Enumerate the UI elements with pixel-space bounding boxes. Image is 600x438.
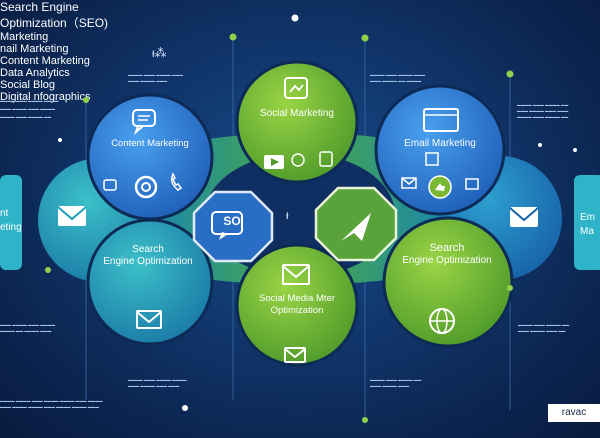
seo-left-line1: Search xyxy=(132,244,164,255)
right-tab-label: Em xyxy=(580,212,595,223)
marketing-caption: ▬▬▬▬ ▬▬▬ ▬▬▬▬ ▬▬ xyxy=(517,103,569,107)
globe-icon xyxy=(429,308,455,334)
left-tab-label2: eting xyxy=(0,222,22,233)
chat-bubble-icon xyxy=(291,153,305,167)
left-side-tab[interactable] xyxy=(0,175,22,270)
connector-glyph: ᵻ xyxy=(286,208,289,222)
document-icon xyxy=(319,151,333,167)
hand-icon xyxy=(284,77,308,99)
social-media-optimization-circle xyxy=(235,243,359,367)
image-icon xyxy=(103,179,117,191)
content-marketing-circle xyxy=(86,93,214,221)
right-tab-label2: Ma xyxy=(580,226,594,237)
seo-right-line2: Engine Optimization xyxy=(402,255,492,266)
mail-icon xyxy=(57,206,87,226)
email-marketing-left-heading: nail Marketing xyxy=(0,43,69,55)
play-icon xyxy=(264,155,284,169)
grid-icon xyxy=(425,152,439,166)
social-blog-caption: ▬▬▬▬ ▬▬▬ ▬▬▬▬ ▬▬ xyxy=(370,378,422,382)
marketing-caption: ▬▬▬▬ ▬▬▬ ▬▬▬▬ ▬▬ xyxy=(517,115,569,119)
seo-caption: ▬▬▬ ▬▬▬▬ ▬▬ ▬▬▬▬ xyxy=(370,79,422,83)
smo-line1: Social Media Mter xyxy=(258,293,336,304)
watermark-badge: ravac xyxy=(548,404,600,422)
seo-right-line1: Search xyxy=(429,242,465,254)
mail-icon xyxy=(509,207,539,227)
phone-icon xyxy=(170,172,183,191)
accent-dot xyxy=(45,267,51,273)
content-marketing-right-heading: Content Marketing xyxy=(0,55,90,67)
mail-icon xyxy=(282,264,310,285)
email-caption: ▬▬▬▬ ▬▬ ▬▬▬▬ ▬▬▬ xyxy=(0,329,52,333)
email-caption: ▬▬▬ ▬▬▬▬ ▬▬▬ ▬▬▬▬ xyxy=(0,323,56,327)
accent-dot xyxy=(229,33,237,41)
data-analytics-heading: Data Analytics xyxy=(0,67,70,79)
digital-infographics-heading: Digital nfographics xyxy=(0,91,91,103)
content-caption: ▬▬▬ ▬▬▬▬ ▬▬▬ ▬▬ xyxy=(518,329,566,333)
accent-dot xyxy=(291,14,299,22)
social-blog-caption: ▬▬▬ ▬▬▬▬ ▬▬▬ xyxy=(370,384,410,388)
accent-dot xyxy=(573,148,577,152)
data-analytics-caption: ▬▬▬▬ ▬▬▬ ▬▬▬▬ ▬▬▬▬ xyxy=(128,378,187,382)
left-caption: ▬▬▬▬ ▬▬▬ ▬▬▬▬ ▬▬ xyxy=(0,115,52,119)
image-icon xyxy=(465,178,479,190)
content-marketing-label: Content Marketing xyxy=(111,138,189,149)
email-marketing-circle xyxy=(374,84,506,216)
thumbs-up-icon xyxy=(428,175,452,199)
left-tab-label: nt xyxy=(0,208,9,219)
accent-dot xyxy=(538,143,542,147)
right-side-tab[interactable] xyxy=(574,175,600,270)
mail-icon xyxy=(136,310,162,329)
social-marketing-label: Social Marketing xyxy=(260,108,334,119)
top-left-caption: ▬▬▬▬ ▬▬▬ ▬▬▬▬ ▬▬▬ xyxy=(128,73,184,77)
accent-dot xyxy=(361,34,369,42)
data-analytics-caption: ▬▬▬ ▬▬▬▬ ▬▬▬ ▬▬▬ xyxy=(128,384,180,388)
mail-icon xyxy=(284,347,306,363)
content-caption: ▬▬▬▬ ▬▬▬ ▬▬▬▬ ▬▬ xyxy=(518,323,570,327)
infographics-caption: ▬▬▬ ▬▬▬▬ ▬▬▬▬ ▬▬▬ ▬▬▬▬ ▬▬▬▬ ▬▬▬ xyxy=(0,405,99,409)
seo-left-line2: Engine Optimization xyxy=(103,256,193,267)
marketing-right-heading: Marketing xyxy=(0,31,49,43)
seo-circle-right xyxy=(382,216,514,348)
left-caption: ▬▬▬▬ ▬▬▬ ▬▬▬▬ ▬▬▬▬ xyxy=(0,99,59,103)
top-left-caption: ▬▬▬ ▬▬▬▬ ▬▬▬ xyxy=(128,79,168,83)
left-caption: ▬▬▬ ▬▬▬▬ ▬▬▬ ▬▬▬▬ xyxy=(0,107,56,111)
accent-dot xyxy=(182,405,188,411)
seo-caption: ▬▬▬▬ ▬▬▬ ▬▬▬▬ ▬▬▬ xyxy=(370,73,426,77)
accent-dot xyxy=(507,285,513,291)
accent-dot xyxy=(362,417,368,423)
smo-line2: Optimization xyxy=(270,305,324,316)
email-marketing-label: Email Marketing xyxy=(404,138,476,149)
send-octagon[interactable] xyxy=(314,186,398,262)
mail-icon xyxy=(401,177,417,189)
social-marketing-circle xyxy=(235,60,359,184)
accent-dot xyxy=(83,97,89,103)
seo-octagon[interactable] xyxy=(192,190,274,263)
social-blog-heading: Social Blog xyxy=(0,79,56,91)
seo-badge-label: SO xyxy=(223,214,241,228)
browser-window-icon xyxy=(423,108,459,132)
accent-dot xyxy=(506,70,514,78)
chat-icon xyxy=(132,109,156,136)
marketing-caption: ▬▬▬ ▬▬▬▬ ▬▬▬ ▬▬▬ xyxy=(517,109,569,113)
seo-title-line1: Search Engine xyxy=(0,0,79,14)
seo-circle-left xyxy=(86,218,214,346)
top-left-logo: ᵻ⁂ xyxy=(152,46,167,60)
seo-title-line2: Optimization（SEO) xyxy=(0,16,109,30)
at-sign-icon xyxy=(134,175,158,199)
accent-dot xyxy=(58,138,62,142)
send-icon xyxy=(341,213,371,241)
seo-bubble xyxy=(211,211,243,235)
infographics-caption: ▬▬▬▬ ▬▬▬▬ ▬▬▬ ▬▬▬▬ ▬▬▬▬ ▬▬▬ ▬▬▬▬ xyxy=(0,399,103,403)
